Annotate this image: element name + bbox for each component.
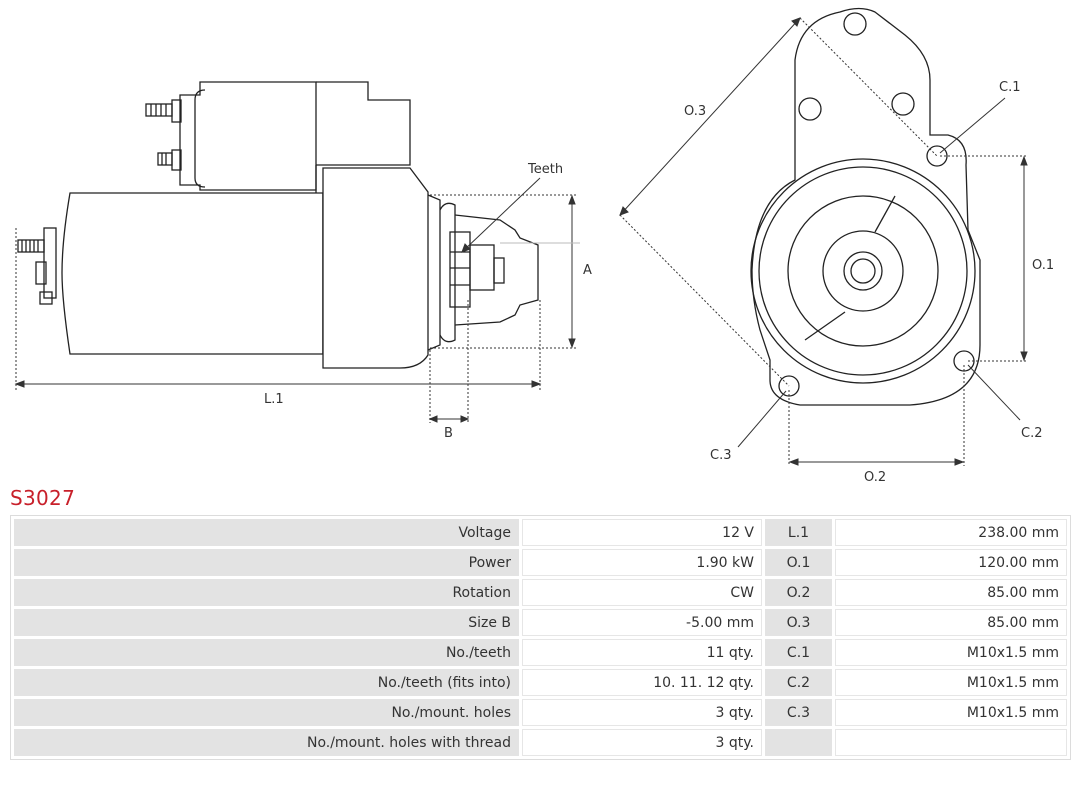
label-b: B — [444, 426, 453, 441]
technical-drawing: Teeth A L.1 B O.3 C.1 O. — [14, 7, 1054, 485]
spec-value: 11 qty. — [522, 639, 762, 666]
dimension-code: O.2 — [765, 579, 832, 606]
label-l1: L.1 — [264, 392, 284, 407]
dimension-code: C.2 — [765, 669, 832, 696]
spec-value: 3 qty. — [522, 699, 762, 726]
spec-label: Power — [14, 549, 519, 576]
label-c2: C.2 — [1021, 426, 1042, 441]
spec-label: Voltage — [14, 519, 519, 546]
dimension-code: O.3 — [765, 609, 832, 636]
label-teeth: Teeth — [527, 162, 563, 177]
label-c3: C.3 — [710, 448, 731, 463]
dimension-code: C.3 — [765, 699, 832, 726]
dimension-code: C.1 — [765, 639, 832, 666]
label-a: A — [583, 263, 592, 278]
spec-label: No./teeth (fits into) — [14, 669, 519, 696]
spec-value: -5.00 mm — [522, 609, 762, 636]
spec-label: No./mount. holes — [14, 699, 519, 726]
dimension-value: 85.00 mm — [835, 579, 1067, 606]
dimension-value: 238.00 mm — [835, 519, 1067, 546]
label-o1: O.1 — [1032, 258, 1054, 273]
spec-label: No./mount. holes with thread — [14, 729, 519, 756]
label-o3: O.3 — [684, 104, 706, 119]
spec-value: 1.90 kW — [522, 549, 762, 576]
dimension-value: 85.00 mm — [835, 609, 1067, 636]
label-o2: O.2 — [864, 470, 886, 485]
side-view-dimensions — [14, 177, 580, 423]
spec-value: 12 V — [522, 519, 762, 546]
spec-label: Size B — [14, 609, 519, 636]
spec-value: 10. 11. 12 qty. — [522, 669, 762, 696]
front-view-dimensions — [619, 17, 1028, 466]
spec-label: Rotation — [14, 579, 519, 606]
dimension-code: L.1 — [765, 519, 832, 546]
spec-value: 3 qty. — [522, 729, 762, 756]
front-view — [750, 7, 981, 406]
dimension-value: M10x1.5 mm — [835, 699, 1067, 726]
side-view — [17, 81, 539, 369]
dimension-value — [835, 729, 1067, 756]
label-c1: C.1 — [999, 80, 1020, 95]
spec-label: No./teeth — [14, 639, 519, 666]
dimension-code — [765, 729, 832, 756]
dimension-value: M10x1.5 mm — [835, 669, 1067, 696]
product-code: S3027 — [10, 486, 76, 510]
dimension-code: O.1 — [765, 549, 832, 576]
dimension-value: 120.00 mm — [835, 549, 1067, 576]
spec-value: CW — [522, 579, 762, 606]
dimension-value: M10x1.5 mm — [835, 639, 1067, 666]
